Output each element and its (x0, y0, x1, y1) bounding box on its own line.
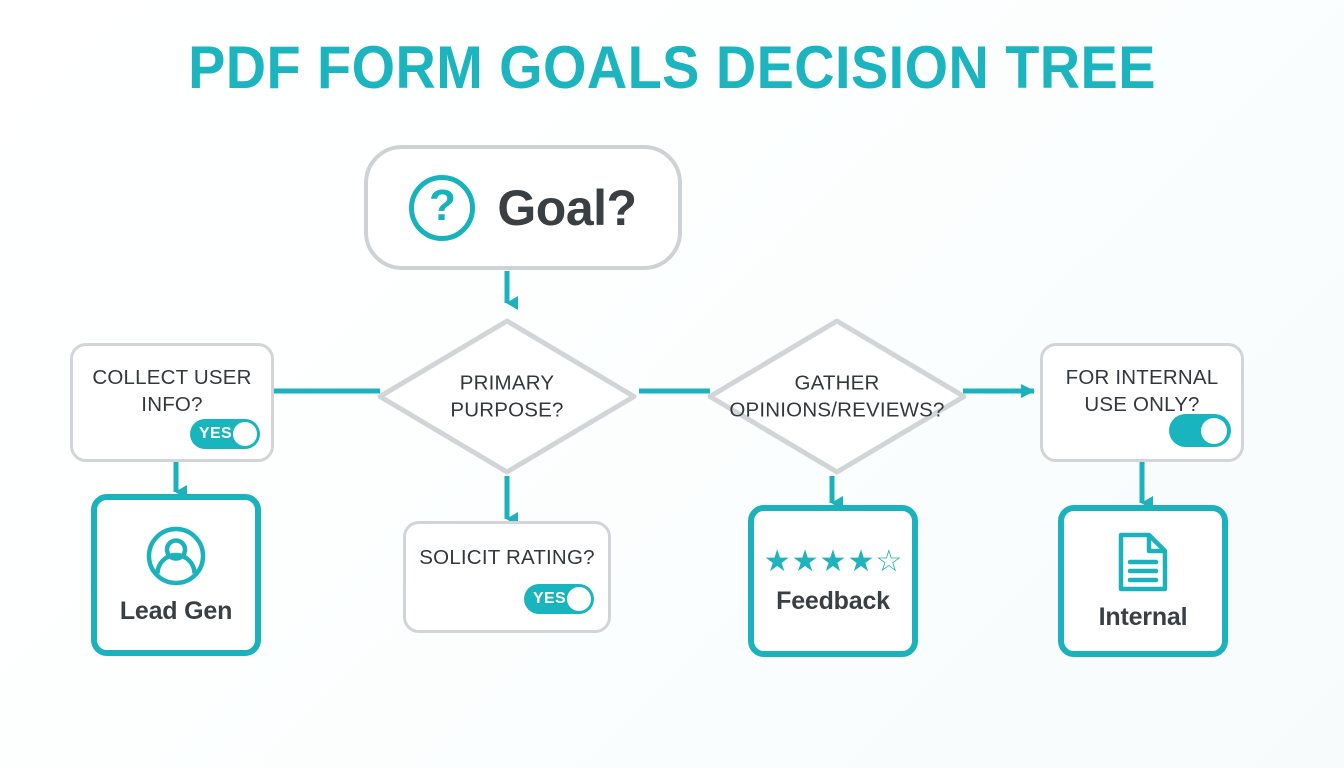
question-solicit-rating-label: SOLICIT RATING? (419, 544, 594, 571)
user-circle-icon (146, 526, 206, 585)
star-filled-1: ★ (763, 544, 791, 578)
outcome-lead-gen[interactable]: Lead Gen (91, 494, 261, 656)
question-solicit-rating[interactable]: SOLICIT RATING? YES (403, 521, 611, 633)
star-filled-2: ★ (791, 544, 819, 578)
decision-label-line1: PRIMARY (459, 370, 555, 394)
toggle-solicit-rating[interactable]: YES (524, 584, 594, 614)
star-filled-3: ★ (819, 544, 847, 578)
outcome-lead-gen-label: Lead Gen (119, 596, 233, 625)
document-icon (1118, 532, 1168, 591)
question-mark-glyph: ? (428, 180, 456, 230)
star-empty-5: ☆ (875, 544, 903, 578)
decision-label-line1: GATHER (794, 370, 880, 394)
question-for-internal-use-only[interactable]: FOR INTERNAL USE ONLY? (1040, 343, 1244, 462)
question-circle-icon: ? (409, 174, 476, 241)
question-collect-user-info[interactable]: COLLECT USER INFO? YES (70, 343, 274, 462)
toggle-label: YES (533, 590, 566, 607)
outcome-internal-label: Internal (1098, 602, 1188, 631)
question-label-line2: INFO? (141, 393, 203, 417)
decision-gather-opinions-label: GATHER OPINIONS/REVIEWS? (729, 369, 944, 424)
toggle-collect-user-info[interactable]: YES (190, 419, 260, 449)
question-for-internal-use-only-label: FOR INTERNAL USE ONLY? (1066, 364, 1219, 418)
toggle-label: YES (199, 425, 232, 442)
page-title: PDF FORM GOALS DECISION TREE (188, 34, 1156, 101)
toggle-for-internal-use-only[interactable] (1169, 414, 1231, 447)
outcome-feedback[interactable]: ★ ★ ★ ★ ☆ Feedback (748, 505, 918, 657)
outcome-internal[interactable]: Internal (1058, 505, 1228, 657)
question-label-line1: FOR INTERNAL (1065, 366, 1219, 389)
toggle-knob (567, 587, 591, 611)
root-node-label: Goal? (497, 179, 637, 236)
outcome-feedback-label: Feedback (776, 586, 890, 615)
question-label-line1: COLLECT USER (92, 366, 252, 389)
decision-primary-purpose-label: PRIMARY PURPOSE? (450, 369, 563, 424)
question-label-line1: SOLICIT RATING? (419, 546, 595, 569)
decision-primary-purpose[interactable]: PRIMARY PURPOSE? (376, 317, 638, 476)
toggle-knob (1201, 417, 1227, 444)
decision-label-line2: OPINIONS/REVIEWS? (729, 398, 945, 422)
question-collect-user-info-label: COLLECT USER INFO? (92, 364, 251, 418)
question-label-line2: USE ONLY? (1084, 393, 1200, 417)
decision-gather-opinions[interactable]: GATHER OPINIONS/REVIEWS? (706, 317, 968, 476)
root-node-goal[interactable]: ? Goal? (364, 145, 682, 270)
toggle-knob (233, 422, 257, 446)
star-filled-4: ★ (847, 544, 875, 578)
decision-label-line2: PURPOSE? (450, 398, 564, 422)
star-rating-icon: ★ ★ ★ ★ ☆ (763, 544, 903, 578)
